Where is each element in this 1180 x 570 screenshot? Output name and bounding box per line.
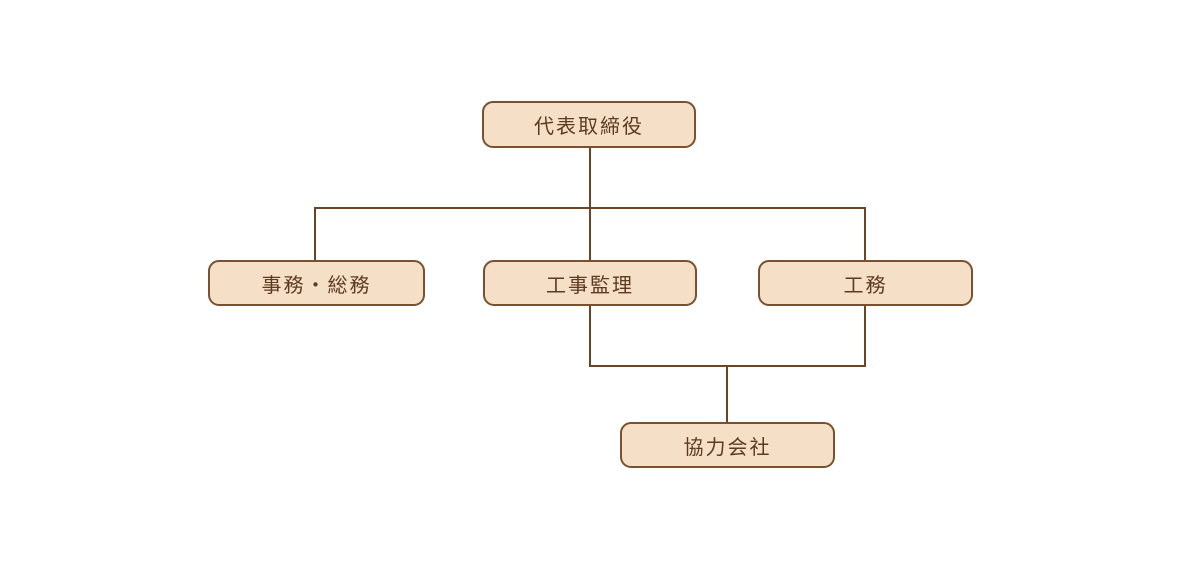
org-node-construction-supervision: 工事監理 <box>483 260 697 306</box>
connector-drop-admin <box>314 207 316 260</box>
org-node-label: 事務・総務 <box>261 274 372 297</box>
connector-ceo-down <box>589 148 591 208</box>
org-node-label: 工務 <box>843 274 888 297</box>
org-node-ceo: 代表取締役 <box>482 101 696 148</box>
org-node-label: 代表取締役 <box>534 116 644 138</box>
org-node-label: 工事監理 <box>546 274 634 297</box>
connector-drop-works <box>864 207 866 260</box>
org-node-partner-companies: 協力会社 <box>620 422 835 468</box>
connector-supervision-down <box>589 306 591 367</box>
org-node-label: 協力会社 <box>683 436 772 459</box>
connector-drop-supervision <box>589 207 591 260</box>
connector-works-down <box>864 306 866 367</box>
org-node-works: 工務 <box>758 260 973 306</box>
connector-partner-drop <box>726 365 728 422</box>
org-node-admin-general-affairs: 事務・総務 <box>208 260 425 306</box>
